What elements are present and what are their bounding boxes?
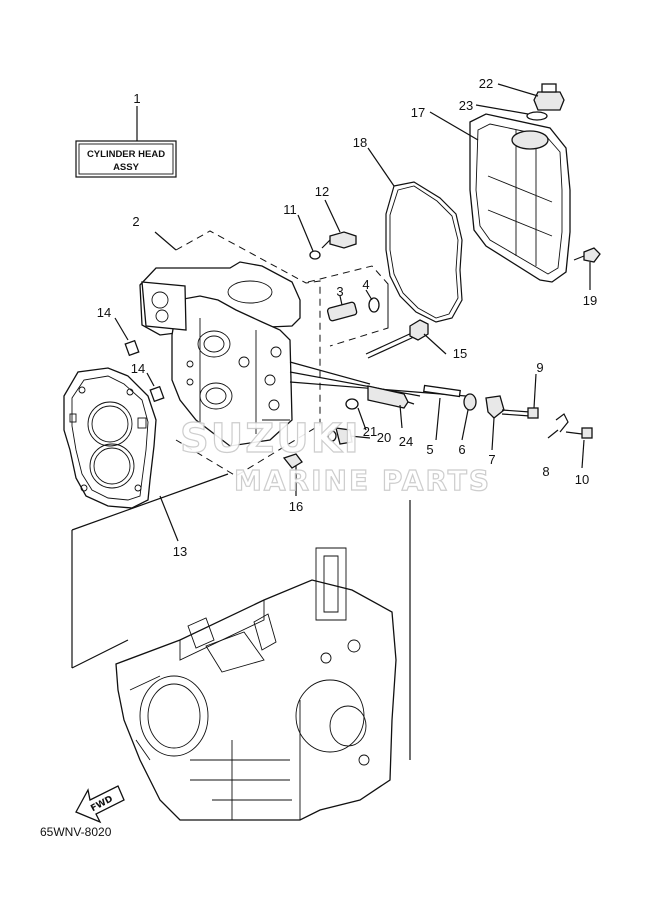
callout-15: 15 <box>453 346 467 361</box>
label-box-line1: CYLINDER HEAD <box>87 149 165 160</box>
long-bolt-15 <box>365 319 447 359</box>
callout-3: 3 <box>336 284 343 299</box>
fwd-arrow-icon: FWD <box>75 785 125 824</box>
parts-3-4-11-12 <box>297 199 380 322</box>
part-1-label-box: CYLINDER HEAD ASSY <box>75 106 177 178</box>
diagram-code: 65WNV-8020 <box>40 825 112 839</box>
callout-16: 16 <box>289 499 303 514</box>
sensor-parts <box>289 361 593 469</box>
cylinder-block <box>115 547 397 821</box>
watermark-line2: MARINE PARTS <box>234 464 491 497</box>
callout-18: 18 <box>353 135 367 150</box>
callout-19: 19 <box>583 293 597 308</box>
watermark-line1: SUZUKI <box>180 416 361 462</box>
callout-14-lower: 14 <box>131 361 145 376</box>
callout-10: 10 <box>575 472 589 487</box>
callouts: 1 2 3 4 5 6 7 8 9 10 11 12 13 14 14 15 1… <box>97 76 597 559</box>
callout-9: 9 <box>536 360 543 375</box>
watermark: SUZUKI MARINE PARTS <box>179 415 491 497</box>
drain-bolts <box>282 398 371 496</box>
callout-8: 8 <box>542 464 549 479</box>
callout-14-upper: 14 <box>97 305 111 320</box>
callout-5: 5 <box>426 442 433 457</box>
cover-gasket <box>367 147 463 323</box>
cylinder-head-cover <box>429 83 601 290</box>
callout-24: 24 <box>399 434 413 449</box>
callout-21: 21 <box>363 424 377 439</box>
dowel-pins <box>114 317 165 403</box>
callout-12: 12 <box>315 184 329 199</box>
callout-23: 23 <box>459 98 473 113</box>
callout-2: 2 <box>132 214 139 229</box>
callout-4: 4 <box>362 277 369 292</box>
label-box-line2: ASSY <box>113 162 140 173</box>
callout-17: 17 <box>411 105 425 120</box>
callout-20: 20 <box>377 430 391 445</box>
block-reference-lines <box>71 473 411 760</box>
callout-7: 7 <box>488 452 495 467</box>
cylinder-head-assy-outline <box>154 230 389 477</box>
callout-1: 1 <box>133 91 140 106</box>
cylinder-head <box>139 261 301 447</box>
callout-6: 6 <box>458 442 465 457</box>
callout-13: 13 <box>173 544 187 559</box>
callout-22: 22 <box>479 76 493 91</box>
head-gasket <box>63 367 179 542</box>
callout-11: 11 <box>283 202 297 217</box>
